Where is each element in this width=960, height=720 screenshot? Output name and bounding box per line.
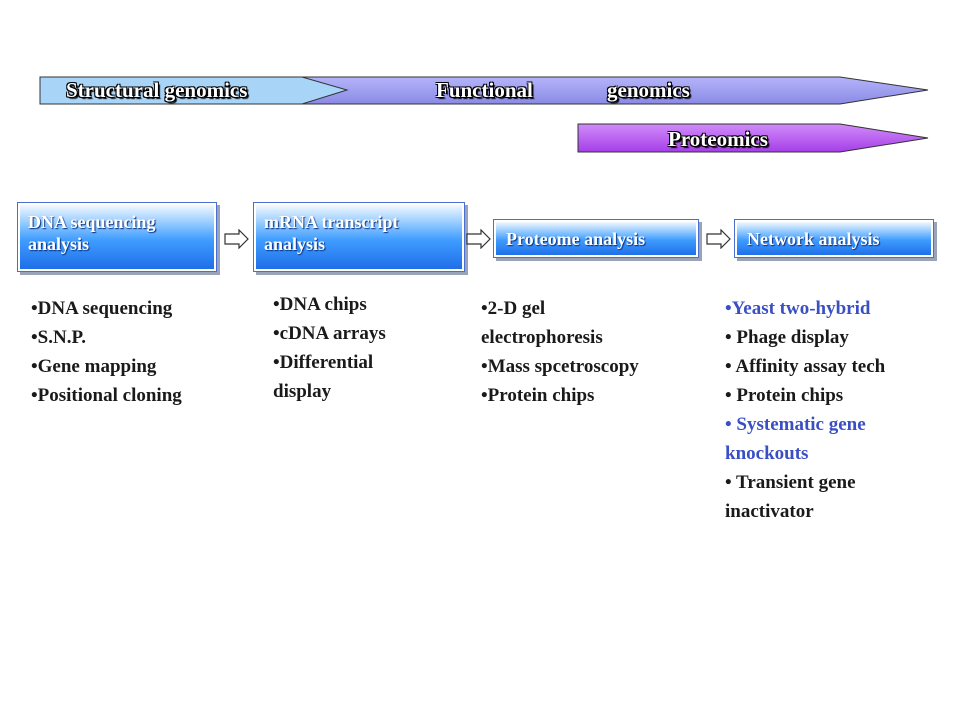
list-item: •S.N.P. [31, 327, 87, 348]
genomics-banner-graphic [39, 76, 929, 153]
structural-genomics-band [39, 76, 349, 105]
mrna-transcript-list: •DNA chips •cDNA arrays •Differential di… [273, 290, 386, 406]
list-item: •Mass spcetroscopy [481, 356, 639, 377]
list-item: display [273, 381, 332, 402]
box-label-line1: Network analysis [747, 229, 880, 249]
proteomics-label: Proteomics [668, 127, 768, 151]
box-label-line1: Proteome analysis [506, 229, 646, 249]
genomics-label: genomics [607, 78, 690, 102]
list-item: • Affinity assay tech [725, 356, 886, 377]
proteome-list: •2-D gel electrophoresis •Mass spcetrosc… [481, 294, 639, 410]
list-item: inactivator [725, 501, 814, 522]
proteomics-arrow [577, 123, 929, 153]
box-label-line1: mRNA transcript [264, 212, 399, 232]
list-item: • Phage display [725, 327, 849, 348]
list-item: knockouts [725, 443, 809, 464]
mrna-transcript-analysis-box: mRNA transcript analysis [254, 203, 464, 271]
list-item: •DNA sequencing [31, 298, 173, 319]
list-item: •Positional cloning [31, 385, 182, 406]
list-item: •DNA chips [273, 294, 367, 315]
list-item: • Protein chips [725, 385, 844, 406]
proteome-analysis-box: Proteome analysis [494, 220, 698, 257]
box-label-line2: analysis [28, 234, 90, 254]
dna-sequencing-analysis-box: DNA sequencing analysis [18, 203, 216, 271]
network-analysis-box: Network analysis [735, 220, 933, 257]
structural-genomics-label: Structural genomics [66, 78, 248, 102]
box-label-line2: analysis [264, 234, 326, 254]
list-item: •Gene mapping [31, 356, 157, 377]
arrow-right-icon [224, 229, 249, 249]
arrow-right-icon [466, 229, 491, 249]
list-item: •Differential [273, 352, 374, 373]
list-item: • Systematic gene [725, 414, 866, 435]
list-item: •cDNA arrays [273, 323, 386, 344]
network-list: •Yeast two-hybrid • Phage display • Affi… [725, 294, 885, 526]
box-label-line1: DNA sequencing [28, 212, 156, 232]
list-item: •Protein chips [481, 385, 595, 406]
functional-label: Functional [436, 78, 533, 102]
list-item: electrophoresis [481, 327, 603, 348]
list-item: • Transient gene [725, 472, 856, 493]
arrow-right-icon [706, 229, 731, 249]
list-item: •Yeast two-hybrid [725, 298, 871, 319]
list-item: •2-D gel [481, 298, 546, 319]
dna-sequencing-list: •DNA sequencing •S.N.P. •Gene mapping •P… [31, 294, 182, 410]
